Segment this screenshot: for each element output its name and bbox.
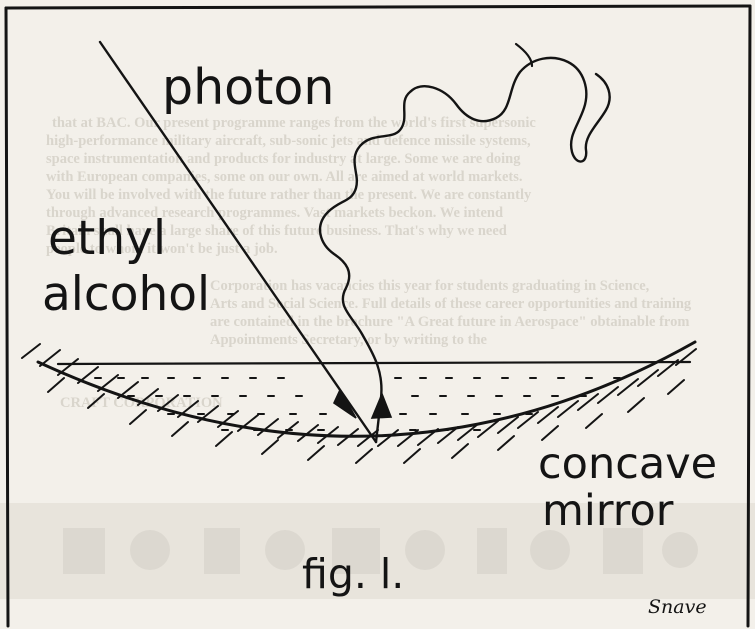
bleed-line-1: that at BAC. Our present programme range…	[52, 115, 536, 131]
bleed-line-7: Britain shall have a large share of this…	[46, 223, 507, 239]
reflected-arrowhead	[370, 391, 393, 419]
label-concave: concave	[538, 439, 717, 489]
liquid-surface	[56, 360, 692, 366]
frame-left	[4, 6, 10, 628]
label-ethyl: ethyl	[48, 211, 166, 266]
incident-ray-line	[98, 40, 378, 444]
reflected-ray	[318, 42, 611, 444]
frame-top	[4, 4, 752, 10]
bleed-line-8: people to whom it won't be just a job.	[46, 241, 278, 257]
incident-arrowhead-in-liquid	[332, 388, 357, 419]
mirror-hatching	[21, 343, 697, 464]
bleed-line-12: Appointments Secretary, or by writing to…	[210, 332, 488, 348]
figure-caption: fig. l.	[302, 550, 404, 598]
label-alcohol: alcohol	[42, 267, 210, 322]
label-mirror: mirror	[542, 486, 674, 536]
bleed-line-11: are contained in the brochure "A Great f…	[210, 314, 689, 330]
bleed-line-5: You will be involved with the future rat…	[46, 187, 532, 203]
artist-signature: Snave	[648, 596, 707, 618]
bleed-line-4: with European companies, some on our own…	[46, 169, 523, 185]
bleed-mirrored-glyphs	[63, 528, 698, 574]
frame-right	[746, 4, 752, 628]
incident-ray	[98, 40, 378, 444]
reflected-ray-path	[318, 56, 611, 444]
reflected-ray-tail	[514, 42, 534, 68]
frame	[4, 4, 752, 628]
bleed-line-9: Corporation has vacancies this year for …	[210, 278, 650, 294]
bleed-line-10: Arts and Social Science. Full details of…	[210, 296, 692, 312]
concave-mirror-surface	[36, 340, 697, 438]
bleed-line-2: high-performance military aircraft, sub-…	[46, 133, 531, 149]
label-photon: photon	[162, 59, 334, 116]
show-through-text: that at BAC. Our present programme range…	[0, 115, 755, 599]
bleed-line-3: space instrumentation and products for i…	[46, 151, 521, 167]
bleed-line-6: through advanced research programmes. Va…	[46, 205, 503, 221]
